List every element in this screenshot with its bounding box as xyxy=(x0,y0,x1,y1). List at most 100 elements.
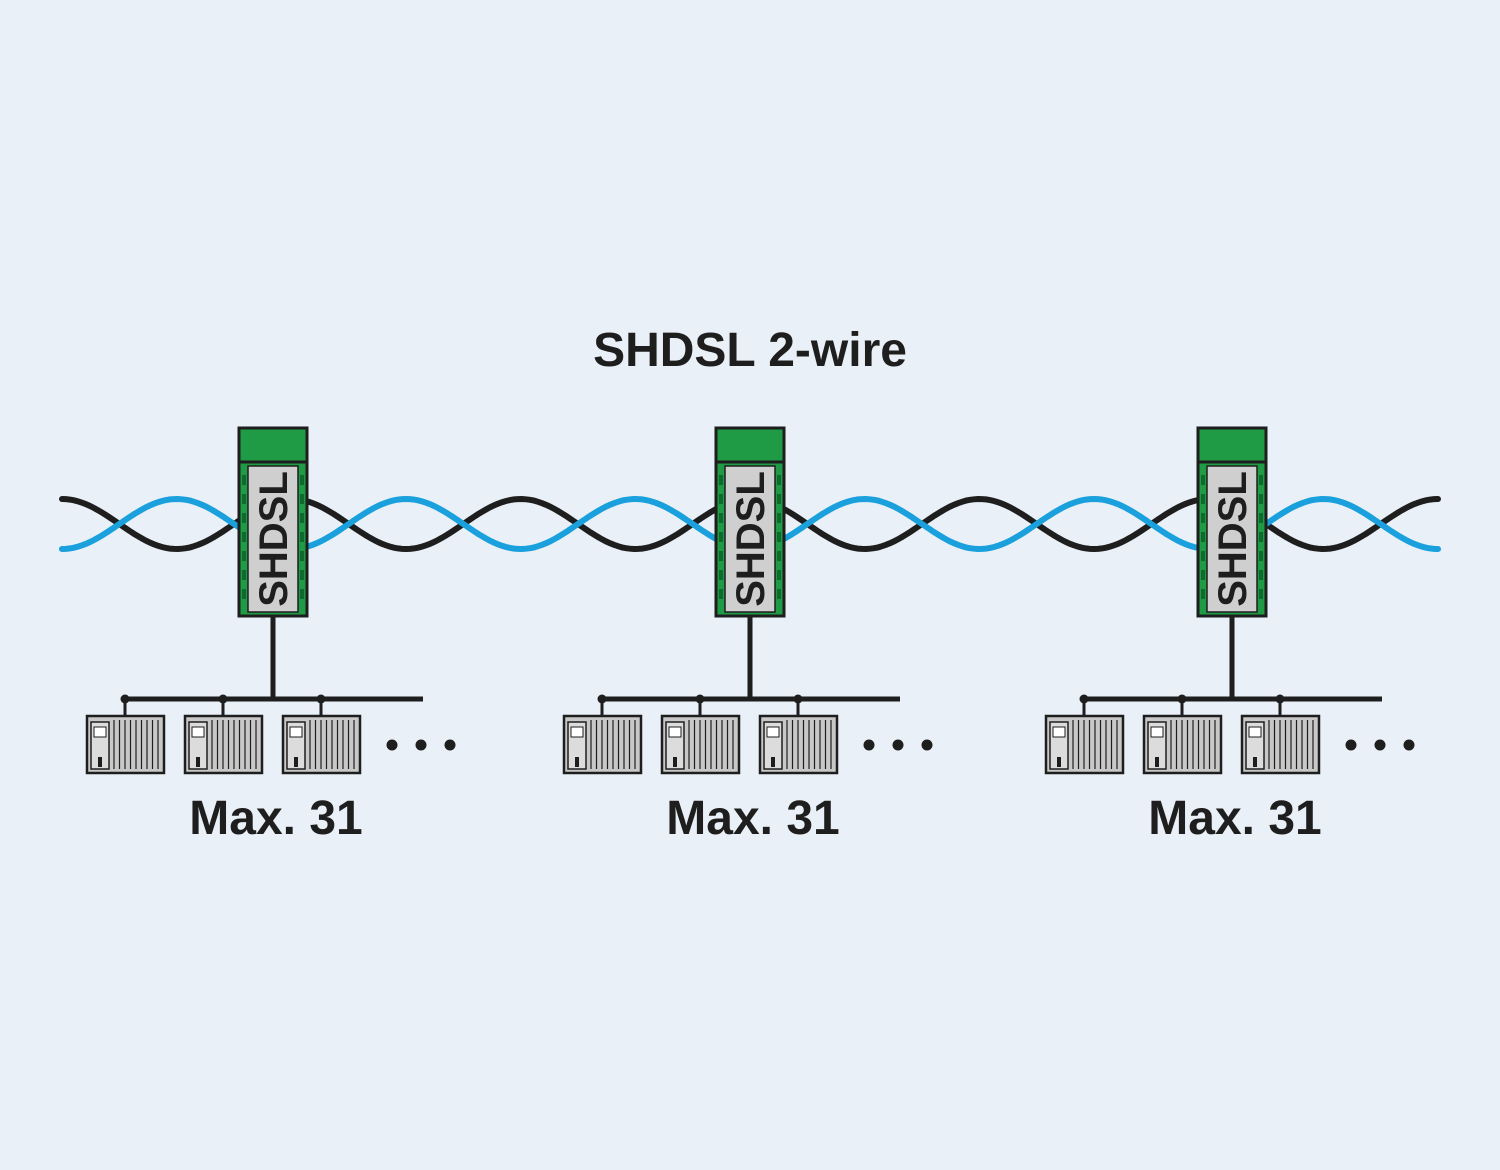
module-vent-left xyxy=(719,513,723,523)
module-vent-left xyxy=(242,570,246,580)
module-label-panel xyxy=(724,465,776,613)
device-switch xyxy=(294,757,298,767)
shdsl-module-3: SHDSL xyxy=(1196,426,1268,618)
module-vent-right xyxy=(1259,494,1263,504)
module-vent-left xyxy=(1201,551,1205,561)
device-tap-dot xyxy=(597,694,607,704)
module-vent-right xyxy=(1259,513,1263,523)
more-devices-dot xyxy=(415,739,427,751)
io-device xyxy=(281,694,362,775)
device-switch xyxy=(98,757,102,767)
module-vent-left xyxy=(719,570,723,580)
segment-1-max-label: Max. 31 xyxy=(189,792,363,845)
module-vent-right xyxy=(300,551,304,561)
module-label: SHDSL xyxy=(252,471,296,607)
module-label-panel xyxy=(247,465,299,613)
module-vent-left xyxy=(242,475,246,485)
module-vent-left xyxy=(1201,475,1205,485)
module-vent-right xyxy=(777,532,781,542)
device-switch xyxy=(575,757,579,767)
more-devices-dot xyxy=(921,739,933,751)
more-devices-dot xyxy=(863,739,875,751)
module-vent-right xyxy=(1259,589,1263,599)
module-vent-right xyxy=(300,532,304,542)
module-vent-left xyxy=(1201,532,1205,542)
device-switch xyxy=(1057,757,1061,767)
module-vent-left xyxy=(242,532,246,542)
device-display xyxy=(570,726,584,738)
more-devices-dot xyxy=(386,739,398,751)
module-vent-right xyxy=(300,589,304,599)
device-tap-dot xyxy=(793,694,803,704)
module-vent-right xyxy=(300,570,304,580)
shdsl-module-2: SHDSL xyxy=(714,426,786,618)
device-display xyxy=(191,726,205,738)
module-vent-left xyxy=(242,494,246,504)
device-display xyxy=(1150,726,1164,738)
module-vent-left xyxy=(719,475,723,485)
module-vent-left xyxy=(1201,589,1205,599)
module-vent-right xyxy=(1259,532,1263,542)
module-vent-left xyxy=(719,551,723,561)
device-tap-dot xyxy=(316,694,326,704)
device-tap-dot xyxy=(218,694,228,704)
module-vent-left xyxy=(242,513,246,523)
modules-layer: SHDSL SHDSL SHDSL xyxy=(237,426,1268,618)
more-devices-dot xyxy=(1345,739,1357,751)
io-device xyxy=(562,694,643,775)
io-device xyxy=(183,694,264,775)
devices-layer xyxy=(85,694,1415,775)
device-display xyxy=(93,726,107,738)
module-vent-right xyxy=(1259,475,1263,485)
module-vent-left xyxy=(1201,494,1205,504)
module-vent-left xyxy=(1201,570,1205,580)
module-vent-right xyxy=(777,513,781,523)
module-vent-right xyxy=(300,494,304,504)
device-display xyxy=(289,726,303,738)
device-tap-dot xyxy=(120,694,130,704)
device-switch xyxy=(196,757,200,767)
io-device xyxy=(758,694,839,775)
module-vent-right xyxy=(1259,551,1263,561)
device-tap-dot xyxy=(1275,694,1285,704)
device-switch xyxy=(1155,757,1159,767)
module-label-panel xyxy=(1206,465,1258,613)
module-label: SHDSL xyxy=(729,471,773,607)
diagram-title: SHDSL 2-wire xyxy=(593,324,907,377)
more-devices-dot xyxy=(1374,739,1386,751)
module-label: SHDSL xyxy=(1211,471,1255,607)
bus-layer xyxy=(125,616,1382,702)
device-display xyxy=(766,726,780,738)
device-display xyxy=(1248,726,1262,738)
module-vent-right xyxy=(300,513,304,523)
module-vent-left xyxy=(242,551,246,561)
device-display xyxy=(1052,726,1066,738)
more-devices-dot xyxy=(1403,739,1415,751)
device-tap-dot xyxy=(1177,694,1187,704)
module-vent-right xyxy=(777,570,781,580)
module-vent-left xyxy=(1201,513,1205,523)
module-vent-right xyxy=(777,475,781,485)
module-vent-right xyxy=(1259,570,1263,580)
device-switch xyxy=(673,757,677,767)
shdsl-module-1: SHDSL xyxy=(237,426,309,618)
segment-3-max-label: Max. 31 xyxy=(1148,792,1322,845)
io-device xyxy=(1240,694,1321,775)
module-vent-left xyxy=(242,589,246,599)
io-device xyxy=(1044,694,1125,775)
io-device xyxy=(1142,694,1223,775)
device-switch xyxy=(771,757,775,767)
module-vent-left xyxy=(719,532,723,542)
more-devices-dot xyxy=(892,739,904,751)
device-display xyxy=(668,726,682,738)
segment-2-max-label: Max. 31 xyxy=(666,792,840,845)
module-vent-left xyxy=(719,494,723,504)
device-tap-dot xyxy=(1079,694,1089,704)
module-vent-right xyxy=(300,475,304,485)
io-device xyxy=(660,694,741,775)
module-vent-right xyxy=(777,551,781,561)
more-devices-dot xyxy=(444,739,456,751)
io-device xyxy=(85,694,166,775)
